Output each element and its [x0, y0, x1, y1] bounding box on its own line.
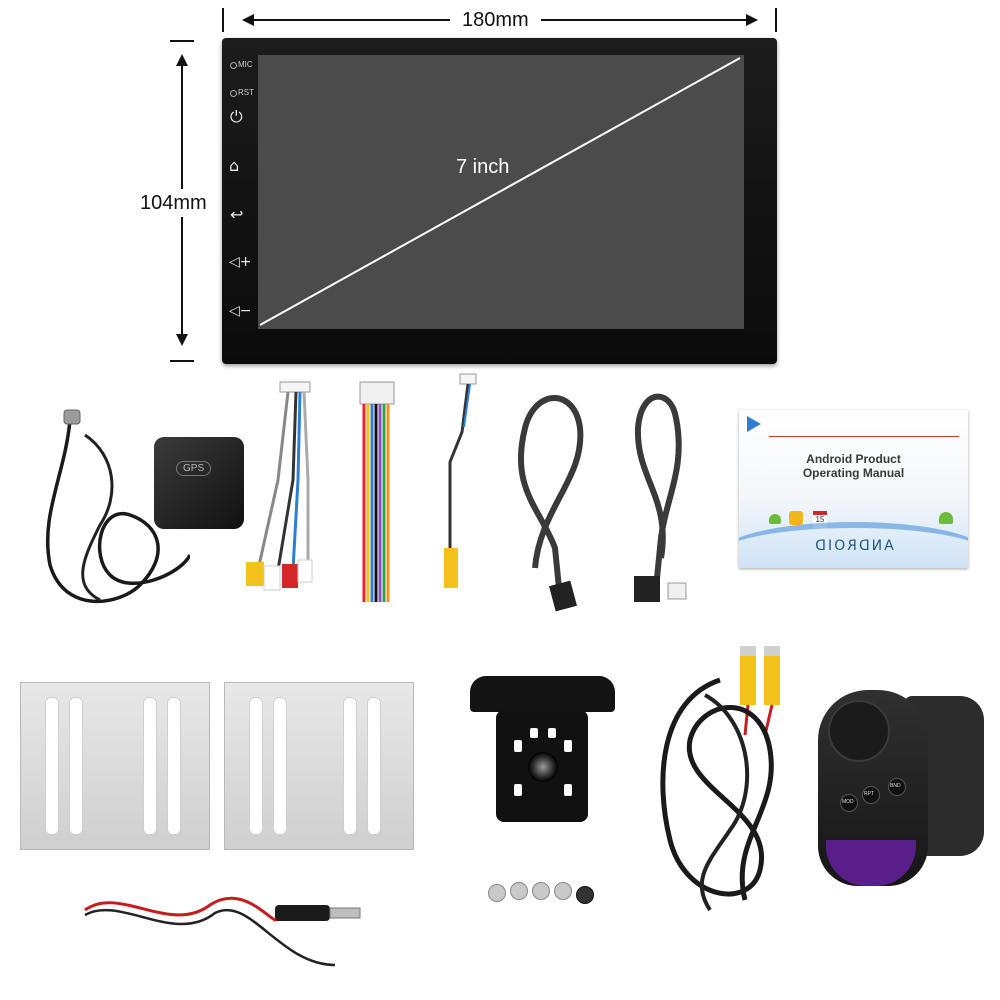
screen-size-label: 7 inch: [456, 156, 510, 178]
manual-android-icon: [769, 514, 781, 524]
height-dimension: 104mm: [140, 38, 220, 364]
bracket-slot: [343, 697, 357, 835]
manual-logo-icon: [747, 416, 761, 432]
manual-header-line: [769, 436, 959, 437]
screw: [532, 882, 550, 900]
rca-harness-cable: [246, 381, 313, 591]
screw: [488, 884, 506, 902]
height-arrow-top-head: [176, 54, 188, 66]
screw: [576, 886, 594, 904]
volume-up-icon[interactable]: ◁+: [229, 254, 252, 270]
bracket-slot: [249, 697, 263, 835]
gps-antenna-cable: [45, 409, 190, 603]
mounting-bracket-left: [20, 682, 210, 850]
power-icon[interactable]: ⏻: [230, 107, 243, 126]
manual-wave: [739, 522, 968, 568]
screw: [510, 882, 528, 900]
reverse-camera: [470, 676, 615, 824]
rst-dot-icon: [230, 90, 237, 97]
operating-manual: Android Product Operating Manual 15 ANDR…: [739, 410, 968, 568]
mounting-bracket-right: [224, 682, 414, 850]
reverse-camera-rca-cable: [444, 373, 477, 588]
width-tick-left: [222, 8, 224, 32]
remote-button-rpt[interactable]: RPT: [862, 786, 880, 804]
head-unit-screen: 7 inch: [258, 55, 744, 329]
gps-antenna: GPS: [154, 437, 244, 529]
usb-cable-1: [517, 395, 584, 612]
manual-title-line-1: Android Product: [806, 452, 901, 466]
back-icon[interactable]: ↩: [230, 205, 244, 224]
remote-button-mod[interactable]: MOD: [840, 794, 858, 812]
remote-label-mod: MOD: [842, 799, 854, 805]
camera-mount-bar: [470, 676, 615, 712]
screen-diagonal: [259, 57, 741, 326]
bracket-slot: [367, 697, 381, 835]
power-harness-cable: [359, 381, 395, 602]
screws: [488, 880, 608, 910]
mic-label: MIC: [238, 60, 253, 69]
diagonal-line: [259, 57, 741, 326]
height-label: 104mm: [140, 189, 207, 217]
camera-led: [530, 728, 538, 738]
rst-label: RST: [238, 88, 254, 97]
bracket-slot: [69, 697, 83, 835]
volume-down-icon[interactable]: ◁−: [229, 303, 252, 319]
camera-led: [548, 728, 556, 738]
remote-label-bnd: BND: [890, 783, 901, 789]
gps-label: GPS: [176, 461, 212, 476]
manual-title-line-2: Operating Manual: [802, 466, 905, 480]
camera-led: [514, 740, 522, 752]
width-label: 180mm: [450, 10, 541, 30]
mic-dot-icon: [230, 62, 237, 69]
camera-extension-cable: [660, 646, 780, 912]
height-tick-top: [170, 40, 194, 42]
width-arrow-left-head: [242, 14, 254, 26]
camera-lens: [528, 752, 558, 782]
width-arrow-right-head: [746, 14, 758, 26]
bracket-slot: [167, 697, 181, 835]
bracket-slot: [45, 697, 59, 835]
bracket-slot: [143, 697, 157, 835]
manual-android-robot-icon: [939, 512, 953, 524]
camera-led: [564, 740, 572, 752]
manual-brand: ANDROID: [813, 538, 894, 554]
remote-dpad[interactable]: [828, 700, 890, 762]
camera-led: [564, 784, 572, 796]
dc-power-cable: [84, 896, 361, 967]
manual-app-icon: [789, 511, 803, 525]
home-icon[interactable]: ⌂: [229, 156, 240, 175]
width-dimension: 180mm: [222, 6, 777, 34]
head-unit-side-panel: MIC RST ⏻ ⌂ ↩ ◁+ ◁−: [226, 52, 254, 352]
steering-wheel-remote: MOD RPT BND: [818, 690, 986, 896]
width-tick-right: [775, 8, 777, 32]
remote-button-bnd[interactable]: BND: [888, 778, 906, 796]
height-arrow-bottom-head: [176, 334, 188, 346]
screw: [554, 882, 572, 900]
bracket-slot: [273, 697, 287, 835]
height-tick-bottom: [170, 360, 194, 362]
remote-label-rpt: RPT: [864, 791, 874, 797]
camera-led: [514, 784, 522, 796]
usb-cable-2: [634, 393, 687, 602]
